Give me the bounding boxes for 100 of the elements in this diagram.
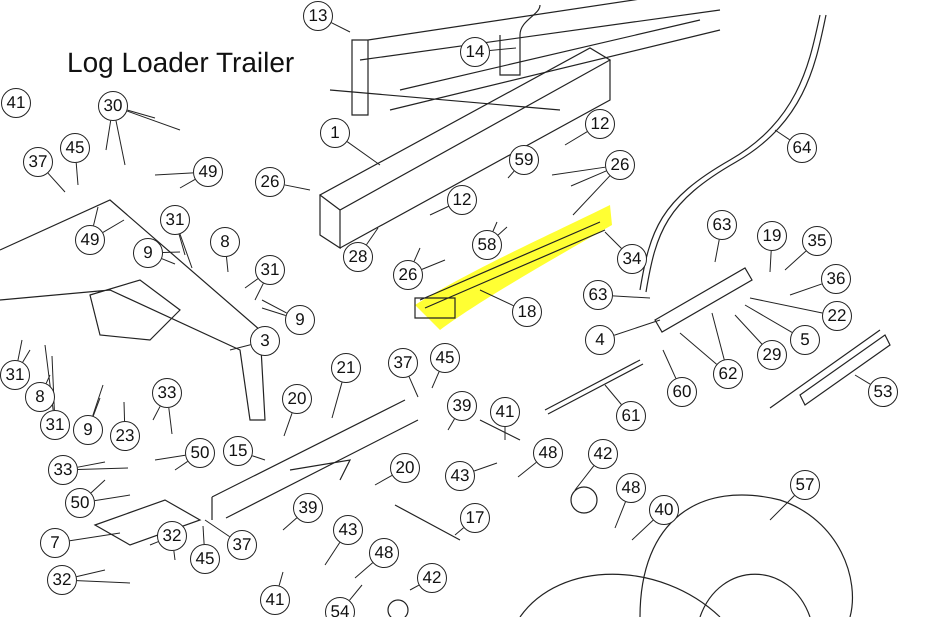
callout-number: 50 — [65, 488, 95, 518]
callout-number: 23 — [110, 421, 140, 451]
leader-line — [150, 541, 159, 546]
leader-line — [430, 206, 449, 216]
leader-line — [244, 278, 258, 288]
callout-number: 9 — [73, 415, 103, 445]
callout-number: 45 — [60, 133, 90, 163]
leader-line — [374, 474, 392, 486]
leader-line — [102, 220, 124, 233]
callout-number: 53 — [868, 377, 898, 407]
callout-number: 1 — [320, 118, 350, 148]
leader-line — [332, 382, 342, 418]
leader-line — [854, 374, 871, 385]
callout-number: 22 — [822, 301, 852, 331]
leader-line — [614, 501, 626, 528]
callout-number: 19 — [757, 221, 787, 251]
leader-line — [454, 527, 464, 536]
leader-line — [162, 252, 180, 254]
callout-number: 48 — [616, 473, 646, 503]
callout-number: 33 — [152, 378, 182, 408]
leader-line — [348, 584, 362, 601]
leader-line — [116, 120, 126, 166]
leader-line — [410, 584, 420, 590]
callout-number: 50 — [185, 438, 215, 468]
leader-line — [161, 258, 176, 264]
callout-number: 37 — [388, 348, 418, 378]
callout-number: 31 — [40, 410, 70, 440]
callout-number: 39 — [293, 493, 323, 523]
leader-line — [174, 460, 188, 470]
callout-number: 40 — [649, 495, 679, 525]
leader-line — [432, 371, 440, 388]
leader-line — [262, 308, 286, 316]
leader-line — [48, 172, 66, 192]
callout-number: 57 — [790, 470, 820, 500]
callout-number: 43 — [445, 461, 475, 491]
leader-line — [282, 517, 298, 530]
leader-line — [489, 48, 516, 52]
leader-line — [552, 166, 606, 176]
leader-line — [574, 465, 594, 490]
leader-line — [262, 300, 288, 314]
leader-line — [284, 412, 293, 436]
callout-number: 64 — [787, 133, 817, 163]
callout-number: 32 — [47, 565, 77, 595]
callout-number: 13 — [303, 1, 333, 31]
callout-number: 29 — [757, 340, 787, 370]
callout-number: 49 — [75, 225, 105, 255]
leader-line — [17, 340, 22, 361]
callout-number: 34 — [617, 244, 647, 274]
leader-line — [408, 376, 418, 398]
callout-number: 42 — [588, 439, 618, 469]
callout-number: 8 — [25, 382, 55, 412]
leader-line — [480, 290, 514, 306]
callout-number: 30 — [98, 91, 128, 121]
leader-line — [180, 178, 196, 188]
callout-number: 31 — [0, 360, 30, 390]
leader-line — [774, 130, 790, 140]
leader-line — [180, 234, 192, 268]
leader-line — [714, 239, 720, 262]
leader-line — [22, 350, 30, 363]
leader-line — [202, 526, 205, 545]
callout-number: 26 — [605, 150, 635, 180]
callout-number: 31 — [255, 255, 285, 285]
leader-line — [76, 162, 78, 186]
callout-number: 41 — [260, 585, 290, 615]
leader-line — [124, 402, 126, 422]
callout-number: 54 — [325, 597, 355, 617]
leader-line — [784, 250, 806, 270]
callout-number: 61 — [616, 401, 646, 431]
callout-number: 28 — [343, 242, 373, 272]
leader-line — [498, 226, 508, 236]
leader-line — [612, 295, 650, 298]
callout-number: 45 — [430, 343, 460, 373]
leader-line — [78, 468, 128, 470]
leader-line — [252, 455, 266, 460]
leader-line — [92, 384, 104, 416]
leader-line — [76, 570, 106, 578]
leader-line — [366, 228, 378, 246]
leader-line — [734, 314, 762, 344]
leader-line — [226, 256, 228, 272]
callout-number: 4 — [585, 325, 615, 355]
leader-line — [126, 110, 156, 118]
leader-line — [604, 384, 622, 405]
leader-line — [570, 170, 607, 186]
callout-number: 20 — [390, 453, 420, 483]
callout-number: 62 — [713, 359, 743, 389]
leader-line — [230, 344, 251, 350]
leader-line — [324, 542, 340, 566]
callout-number: 18 — [512, 297, 542, 327]
callout-number: 7 — [40, 528, 70, 558]
callout-number: 15 — [223, 436, 253, 466]
callout-number: 8 — [210, 227, 240, 257]
leader-line — [330, 22, 350, 32]
leader-line — [173, 550, 176, 560]
leader-line — [614, 320, 660, 336]
callout-number: 33 — [48, 455, 78, 485]
leader-line — [770, 495, 795, 520]
leader-line — [154, 454, 186, 460]
callout-number: 39 — [447, 391, 477, 421]
callout-number: 59 — [509, 145, 539, 175]
callout-number: 41 — [490, 397, 520, 427]
